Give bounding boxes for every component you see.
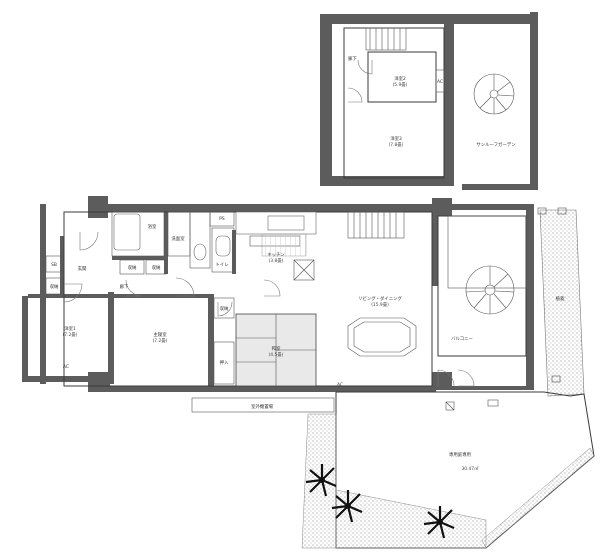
tatami-room [235,313,317,387]
western1-area: (7.2畳) [63,332,78,338]
master-label: 主寝室 [153,331,167,338]
oshiire-label: 押入 [220,359,229,366]
kitchen-area: (3.8畳) [269,258,284,264]
hallway-label: 廊下 [120,283,129,290]
closet2-label: 収納 [128,264,137,271]
living-area: (15.9畳) [371,302,389,308]
western2-label: 洋室2 [394,75,406,82]
palm-tree-icon [331,490,363,523]
western1-label: 洋室1 [64,325,76,332]
terrace-area: 30.47㎡ [462,465,480,472]
bath-label: 浴室 [148,223,157,230]
closet1-label: 収納 [50,283,59,290]
ac-west-label: AC [63,364,69,370]
western2-area: (5.9畳) [393,82,408,88]
main-stairs [347,211,405,239]
palm-tree-icon [423,506,455,539]
upper-ac-label: AC [437,79,443,85]
ps-label: PS [219,216,225,222]
upper-hall-label: 廊下 [348,55,357,62]
western3-label: 洋室3 [390,135,402,142]
entrance-label: 玄関 [78,265,87,272]
sb-label: SB [51,262,57,268]
japanese-label: 和室 [272,345,281,352]
closet3-label: 収納 [152,264,161,271]
upper-stairs [365,27,407,51]
terrace-label: 専用庭専用 [449,451,471,458]
ac-living-label: AC [337,382,343,388]
master-area: (7.2畳) [153,338,168,344]
outdoor: 室外機置場 植栽 専用庭専用 30.47㎡ [191,207,595,549]
toilet-label: トイレ [215,263,228,268]
kitchen-label: キッチン [267,252,285,258]
machine-room-label: 室外機置場 [251,403,274,410]
main-floor: SB 玄関 収納 浴室 洗面室 PS トイレ 収納 収納 廊下 収納 押入 洋室… [22,196,534,392]
japanese-area: (4.5畳) [269,352,284,358]
planting-label: 植栽 [556,295,565,302]
palm-tree-icon [305,464,337,497]
western3-area: (7.8畳) [389,142,404,148]
balcony-label: バルコニー [451,336,473,342]
closet4-label: 収納 [220,305,229,312]
garden-label: サンルーフガーデン [476,141,516,148]
upper-floor: 廊下 洋室2 (5.9畳) AC 洋室3 (7.8畳) サンルーフガーデン [320,12,538,190]
washroom-label: 洗面室 [171,235,185,242]
main-spiral-stair [465,265,515,315]
living-label: リビング・ダイニング [358,295,403,302]
upper-spiral-stair [473,73,515,115]
